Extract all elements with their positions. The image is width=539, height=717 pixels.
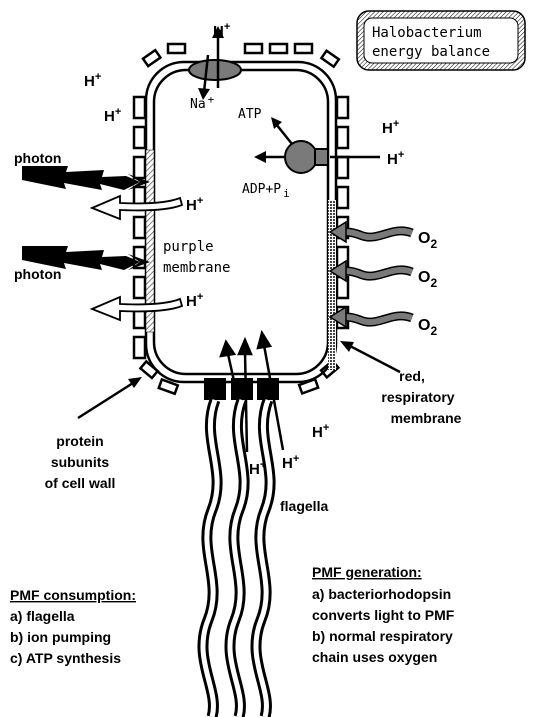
o2-label-1: O2 <box>418 230 437 251</box>
o2-label-3: O2 <box>418 317 437 338</box>
red-membrane-label-2: respiratory <box>381 389 454 405</box>
oxygen-arrow-3: O2 <box>330 307 437 338</box>
title-line-1: Halobacterium <box>372 25 482 41</box>
purple-membrane-label-1: purple <box>163 239 214 255</box>
red-membrane-label-1: red, <box>399 368 425 384</box>
consumption-item-b: b) ion pumping <box>10 629 111 645</box>
generation-line-1: a) bacteriorhodopsin <box>312 586 451 602</box>
generation-line-4: chain uses oxygen <box>312 649 437 665</box>
generation-line-3: b) normal respiratory <box>312 628 453 644</box>
title-line-2: energy balance <box>372 44 490 60</box>
pmf-consumption: PMF consumption: a) flagella b) ion pump… <box>10 587 136 666</box>
flagella-label: flagella <box>280 498 328 514</box>
cell-wall-label-2: subunits <box>51 454 110 470</box>
generation-line-2: converts light to PMF <box>312 607 455 623</box>
flagellar-motors <box>204 378 279 400</box>
consumption-item-a: a) flagella <box>10 608 75 624</box>
atp-label: ATP <box>238 107 262 122</box>
photon-label-1: photon <box>14 150 61 166</box>
h-ion-outside-1: H+ <box>84 71 101 90</box>
h-ion-outside-3: H+ <box>382 118 399 137</box>
pmf-generation: PMF generation: a) bacteriorhodopsin con… <box>312 564 455 665</box>
pmf-consumption-heading: PMF consumption: <box>10 587 136 603</box>
consumption-item-c: c) ATP synthesis <box>10 650 121 666</box>
pmf-generation-heading: PMF generation: <box>312 564 422 580</box>
photon-label-2: photon <box>14 266 61 282</box>
h-ion-flagella-2: H+ <box>282 453 299 472</box>
title-box: Halobacterium energy balance <box>357 11 525 70</box>
cell-wall-callout: protein subunits of cell wall <box>45 377 142 491</box>
h-ion-atp-synthase: H+ <box>387 149 404 168</box>
o2-label-2: O2 <box>418 269 437 290</box>
red-membrane-label-3: membrane <box>391 410 462 426</box>
photon-2: photon <box>14 246 150 282</box>
purple-membrane-label-2: membrane <box>163 260 230 276</box>
h-ion-outside-4: H+ <box>312 422 329 441</box>
photon-1: photon <box>14 150 150 190</box>
cell-wall-label-3: of cell wall <box>45 475 116 491</box>
antiporter-h-label: H+ <box>213 21 230 40</box>
h-ion-outside-2: H+ <box>104 106 121 125</box>
cell-wall-label-1: protein <box>56 433 103 449</box>
red-membrane-callout: red, respiratory membrane <box>340 341 462 426</box>
red-membrane-patch <box>328 200 336 370</box>
